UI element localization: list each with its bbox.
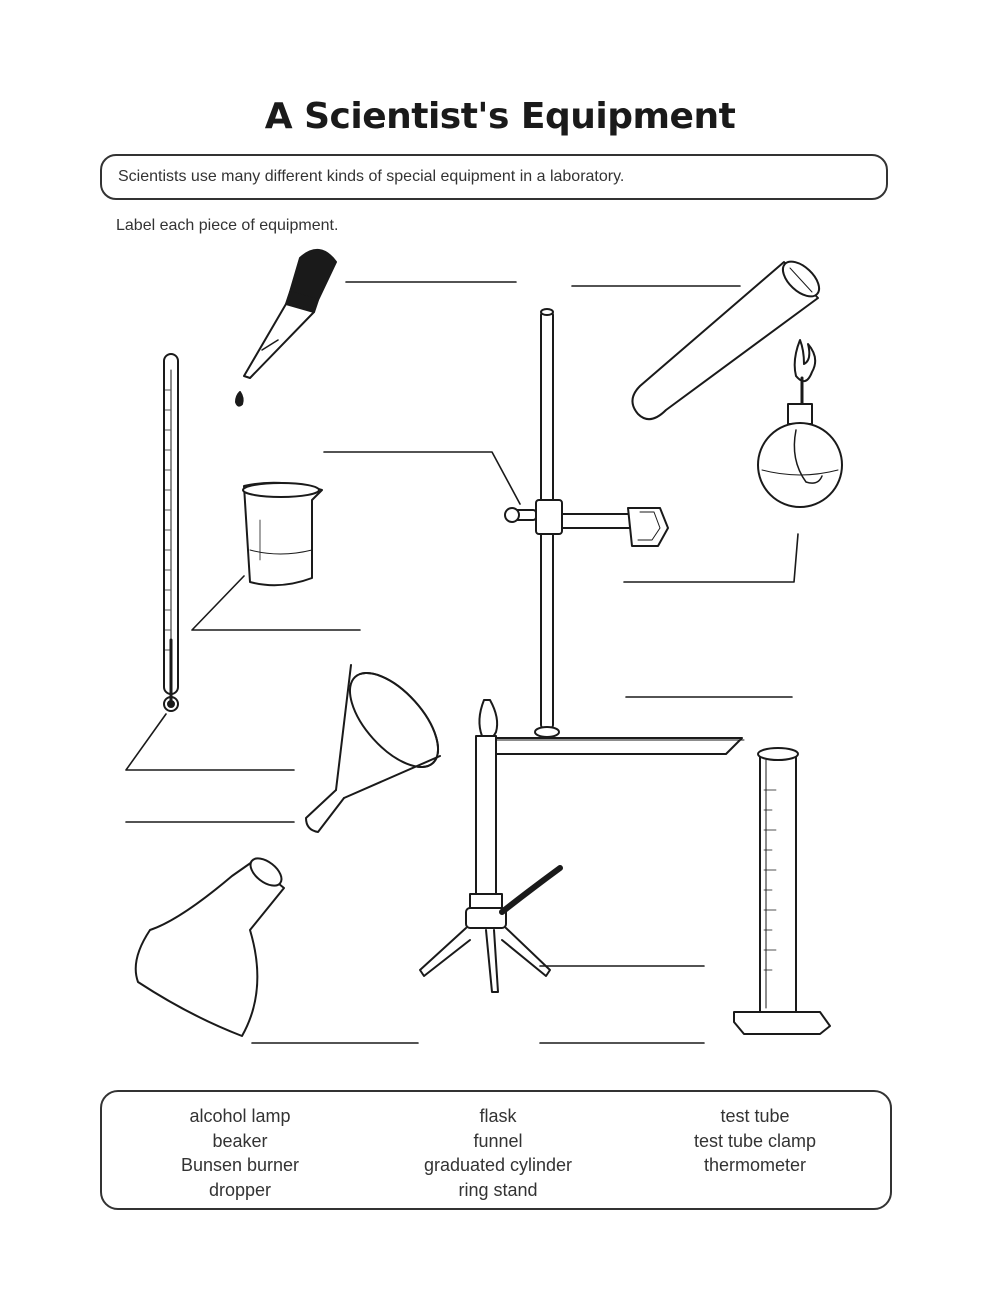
label-blanks [125,281,799,1044]
alcohol-lamp-icon [757,339,843,508]
graduated-cylinder-icon [733,747,831,1035]
intro-box: Scientists use many different kinds of s… [100,154,888,200]
word-thermometer: thermometer [703,1155,807,1175]
word-test-tube: test tube [720,1106,790,1126]
word-ring-stand: ring stand [458,1179,538,1200]
blank-beaker [191,575,361,631]
word-bunsen-burner: Bunsen burner [180,1155,300,1175]
word-alcohol-lamp: alcohol lamp [189,1106,291,1126]
instruction-text: Label each piece of equipment. [116,217,339,234]
word-bank-column-3: test tube test tube clamp thermometer [635,1104,875,1178]
dropper-icon [235,249,337,407]
intro-text: Scientists use many different kinds of s… [118,168,625,185]
flask-icon [134,857,285,1037]
blank-test-tube-clamp [323,451,521,505]
thermometer-icon [163,353,179,712]
blank-thermometer [125,713,295,771]
word-test-tube-clamp: test tube clamp [693,1130,817,1151]
page-title: A Scientist's Equipment [264,96,736,137]
test-tube-icon [631,260,821,421]
funnel-icon [305,664,441,833]
word-bank: alcohol lamp beaker Bunsen burner droppe… [100,1090,892,1210]
blank-alcohol-lamp [623,533,799,583]
bunsen-burner-icon [419,699,563,993]
beaker-icon [242,481,323,587]
test-tube-clamp-icon [504,499,669,547]
word-dropper: dropper [208,1179,272,1200]
word-beaker: beaker [212,1130,268,1151]
word-bank-column-1: alcohol lamp beaker Bunsen burner droppe… [120,1104,360,1202]
word-flask: flask [479,1106,517,1126]
word-graduated-cylinder: graduated cylinder [423,1155,573,1175]
word-bank-column-2: flask funnel graduated cylinder ring sta… [378,1104,618,1202]
word-funnel: funnel [473,1130,523,1151]
